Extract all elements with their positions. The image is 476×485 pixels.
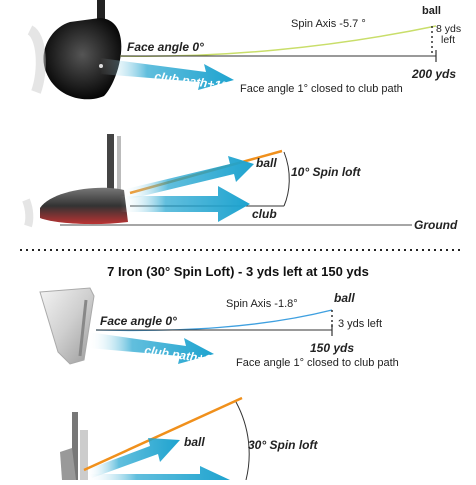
driver-clubhead xyxy=(43,18,122,100)
driver-side-head-image xyxy=(22,134,128,228)
iron-side-shaft xyxy=(72,412,78,480)
iron-spin-loft-label: 30° Spin loft xyxy=(248,438,318,452)
iron-side-head-image xyxy=(60,412,88,480)
driver-ball-label: ball xyxy=(422,5,441,17)
driver-club-path-arrow xyxy=(100,58,234,90)
driver-spin-loft-arc xyxy=(283,151,290,207)
iron-offline-label: 3 yds left xyxy=(338,318,382,330)
iron-spin-loft-arc xyxy=(235,401,250,481)
driver-spin-loft-label: 10° Spin loft xyxy=(291,165,361,179)
driver-top-panel: club path+1° Face angle 0° Spin Axis -5.… xyxy=(26,0,461,100)
iron-spin-axis-label: Spin Axis -1.8° xyxy=(226,298,298,310)
ground-label: Ground xyxy=(414,218,458,232)
driver-offline-num: 8 yds xyxy=(436,23,461,35)
driver-distance-label: 200 yds xyxy=(411,67,456,81)
driver-side-clubhead xyxy=(40,187,128,225)
driver-side-ball-label: ball xyxy=(256,156,277,170)
side-motion-blur xyxy=(22,198,34,228)
iron-top-panel: club path+1° Face angle 0° Spin Axis -1.… xyxy=(39,287,399,369)
driver-side-panel: ball 10° Spin loft club Ground xyxy=(22,134,458,232)
iron-ball-arrow xyxy=(86,438,180,478)
motion-blur xyxy=(26,25,46,94)
driver-head-image xyxy=(26,0,122,100)
iron-club-path-arrow xyxy=(88,332,214,364)
iron-side-face xyxy=(60,448,76,480)
iron-ball-label: ball xyxy=(334,291,355,305)
shaft xyxy=(97,0,105,22)
iron-side-ball-label: ball xyxy=(184,435,205,449)
driver-face-angle-label: Face angle 0° xyxy=(127,40,204,54)
iron-side-panel: ball 30° Spin loft xyxy=(60,396,318,481)
iron-club-arrow xyxy=(86,466,230,480)
iron-distance-label: 150 yds xyxy=(310,341,354,355)
iron-hosel xyxy=(78,299,88,357)
iron-face-line xyxy=(83,396,243,472)
iron-heading: 7 Iron (30° Spin Loft) - 3 yds left at 1… xyxy=(107,264,369,279)
driver-note: Face angle 1° closed to club path xyxy=(240,83,403,95)
iron-clubhead xyxy=(39,287,95,365)
iron-side-hosel xyxy=(80,430,88,480)
driver-club-arrow xyxy=(120,186,250,222)
driver-ball-arrow xyxy=(122,156,254,200)
iron-face-angle-label: Face angle 0° xyxy=(100,314,177,328)
side-shaft-highlight xyxy=(117,136,121,190)
driver-offline-dir: left xyxy=(441,34,455,46)
driver-spin-axis-label: Spin Axis -5.7 ° xyxy=(291,18,366,30)
driver-side-club-label: club xyxy=(252,207,277,221)
iron-head-image xyxy=(39,287,95,365)
iron-note: Face angle 1° closed to club path xyxy=(236,357,399,369)
side-shaft xyxy=(107,134,114,190)
